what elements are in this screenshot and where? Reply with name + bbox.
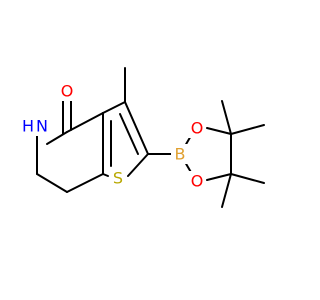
bond-c2-s: [127, 153, 149, 177]
carbonyl-oxygen: O: [58, 81, 76, 101]
bond-obot-cq: [206, 173, 232, 181]
molecule-svg: O H N S B O O: [20, 67, 265, 208]
bond-carbonyl-nh: [46, 131, 68, 145]
bond-ch2-ch2: [36, 173, 68, 193]
bond-s-c7a: [102, 173, 109, 177]
bond-cq-top-me2: [230, 124, 265, 135]
thiophene-sulfur: S: [109, 168, 127, 188]
lactam-nh: H N: [20, 116, 56, 136]
boron-label: B: [175, 145, 186, 164]
boronate-oxygen-top: O: [188, 118, 206, 138]
bond-c3a-c3: [102, 101, 126, 114]
lactam-nitrogen-label: N: [36, 117, 48, 136]
bond-c3-c2: [124, 101, 149, 155]
bond-cq-top-me1: [221, 100, 232, 135]
boron-atom: B: [171, 144, 189, 164]
lactam-hydrogen-label: H: [22, 117, 34, 136]
bond-cq-bot-me1: [230, 173, 265, 184]
bonds: [36, 67, 265, 208]
boronate-oxygen-bottom-label: O: [191, 172, 204, 191]
molecule-structure-diagram: O H N S B O O: [20, 67, 265, 208]
bond-ch2-c7a: [66, 173, 104, 193]
boronate-oxygen-top-label: O: [191, 119, 204, 138]
bond-c3-c2-inner: [119, 113, 139, 155]
bond-cq-bot-me2: [221, 173, 232, 208]
bond-carbonyl-c3a: [66, 112, 104, 133]
atom-labels: O H N S B O O: [20, 81, 206, 191]
thiophene-sulfur-label: S: [113, 169, 123, 188]
bond-otop-cq: [206, 127, 232, 135]
boronate-oxygen-bottom: O: [188, 171, 206, 191]
carbonyl-oxygen-label: O: [61, 82, 74, 101]
